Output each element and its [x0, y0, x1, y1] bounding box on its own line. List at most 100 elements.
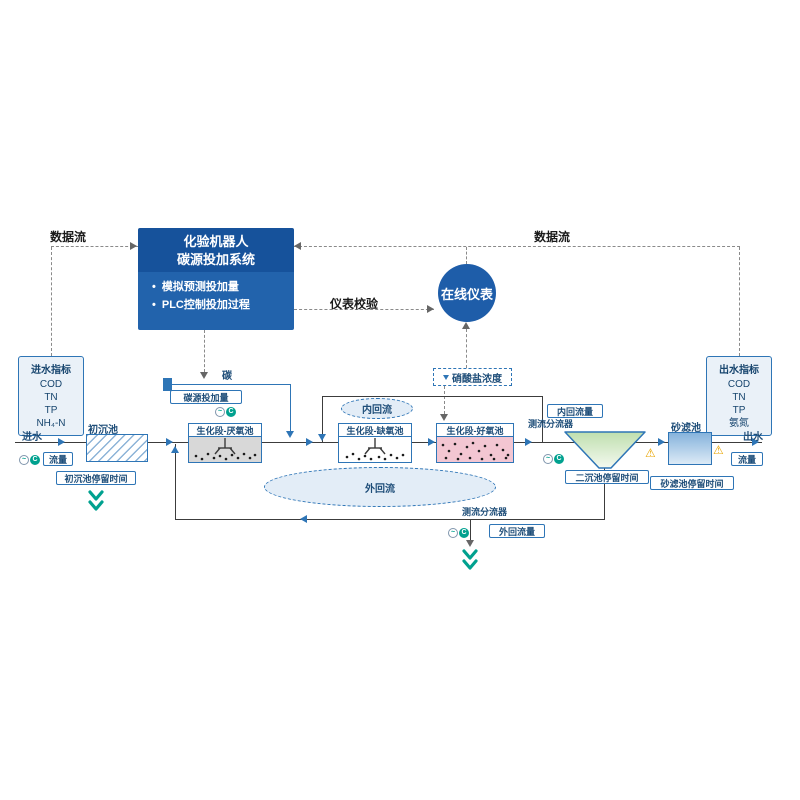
- meter-dataflow-line: [466, 247, 467, 264]
- panel-item: TP: [732, 405, 746, 416]
- robot-bullet-text: PLC控制投加过程: [161, 299, 250, 311]
- robot-bullet-item: • 模拟预测投加量: [138, 278, 294, 296]
- wave-sensor-icon: ~: [448, 528, 458, 538]
- c-sensor-icon: C: [226, 407, 236, 417]
- effluent-flow-box: 流量: [731, 452, 763, 466]
- robot-subtitle: 碳源投加系统: [176, 252, 255, 267]
- robot-dosing-line: [204, 330, 205, 372]
- c-sensor-icon: C: [30, 455, 40, 465]
- flow-arrow-icon: [752, 438, 759, 446]
- aerobic-tank-label: 生化段-好氧池: [436, 423, 514, 437]
- panel-title: 进水指标: [31, 365, 71, 376]
- influent-flow-box: 流量: [43, 452, 73, 466]
- aerobic-tank: [436, 436, 514, 463]
- robot-system-box: 化验机器人 碳源投加系统 • 模拟预测投加量 • PLC控制投加过程: [138, 228, 294, 330]
- flow-arrow-icon: [306, 438, 313, 446]
- splitter-top-label: 测流分流器: [528, 419, 574, 429]
- recycle-arrow-icon: [171, 446, 179, 453]
- robot-bullet-text: 模拟预测投加量: [161, 281, 239, 293]
- internal-recycle-line: [322, 397, 323, 442]
- flow-arrow-icon: [58, 438, 65, 446]
- discharge-chevron-icon: [88, 490, 104, 511]
- dataflow-right-line: [294, 246, 740, 247]
- external-recycle-line: [175, 519, 604, 520]
- carbon-label: 碳: [222, 371, 232, 382]
- panel-item: NH₄-N: [36, 418, 66, 429]
- mixer-icon: [194, 438, 257, 461]
- carbon-dosing-line: [290, 385, 291, 433]
- recycle-arrow-icon: [300, 515, 307, 523]
- effluent-label: 出水: [743, 432, 763, 443]
- panel-item: TN: [732, 392, 746, 403]
- waste-discharge-line: [470, 519, 471, 543]
- anaerobic-tank: [188, 436, 262, 463]
- waste-arrow-icon: [466, 540, 474, 547]
- nitrate-box: 硝酸盐浓度: [433, 368, 512, 386]
- c-sensor-icon: C: [459, 528, 469, 538]
- primary-tank-label: 初沉池: [88, 425, 118, 436]
- external-recycle-line: [175, 444, 176, 520]
- external-flow-box: 外回流量: [489, 524, 545, 538]
- carbon-dosing-line: [172, 384, 291, 385]
- arrow-down-icon: [200, 372, 208, 379]
- discharge-chevron-icon: [462, 549, 478, 570]
- flow-arrow-icon: [166, 438, 173, 446]
- splitter-bottom-label: 测流分流器: [462, 507, 508, 517]
- secondary-clarifier: [564, 431, 646, 470]
- internal-recycle-ellipse: 内回流: [341, 398, 413, 419]
- internal-flow-box: 内回流量: [547, 404, 603, 418]
- panel-title: 出水指标: [719, 365, 759, 376]
- anoxic-tank-label: 生化段-缺氧池: [338, 423, 412, 437]
- influent-indicator-panel: 进水指标 COD TN TP NH₄-N: [18, 356, 84, 436]
- secondary-retention-box: 二沉池停留时间: [565, 470, 649, 484]
- arrow-left-icon: [294, 242, 301, 250]
- carbon-arrow-icon: [286, 431, 294, 438]
- dropdown-arrow-icon: [443, 374, 449, 380]
- warning-icon: ⚠: [713, 443, 724, 457]
- c-sensor-icon: C: [554, 454, 564, 464]
- internal-recycle-line: [322, 396, 543, 397]
- clarifier-shape: [564, 431, 646, 469]
- dataflow-left-line: [51, 246, 138, 247]
- recycle-arrow-icon: [318, 434, 326, 441]
- online-meter-circle: 在线仪表: [438, 264, 496, 322]
- meter-nitrate-line: [466, 329, 467, 368]
- sand-filter-label: 砂滤池: [671, 423, 701, 434]
- anoxic-tank: [338, 436, 412, 463]
- carbon-dosing-box: 碳源投加量: [170, 390, 242, 404]
- mixer-icon: [345, 438, 405, 461]
- warning-icon: ⚠: [645, 446, 656, 460]
- calibration-line: [294, 309, 434, 310]
- panel-item: TN: [44, 392, 58, 403]
- bullet-icon: •: [152, 299, 156, 311]
- wave-sensor-icon: ~: [19, 455, 29, 465]
- nitrate-tank-line: [444, 386, 445, 414]
- primary-sedimentation-tank: [86, 434, 148, 462]
- wave-sensor-icon: ~: [543, 454, 553, 464]
- arrow-up-icon: [462, 322, 470, 329]
- dataflow-left-line: [51, 247, 52, 356]
- flow-arrow-icon: [428, 438, 435, 446]
- flow-arrow-icon: [658, 438, 665, 446]
- calibration-label: 仪表校验: [330, 297, 379, 311]
- external-recycle-ellipse: 外回流: [264, 467, 496, 507]
- external-recycle-line: [604, 468, 605, 520]
- sand-retention-box: 砂滤池停留时间: [650, 476, 734, 490]
- panel-item: 氨氮: [729, 418, 749, 429]
- robot-title: 化验机器人: [183, 234, 249, 249]
- panel-item: TP: [44, 405, 58, 416]
- arrow-right-icon: [130, 242, 137, 250]
- dataflow-label-left: 数据流: [50, 230, 87, 244]
- panel-item: COD: [727, 379, 751, 390]
- sand-filter-tank: [668, 432, 712, 465]
- robot-bullet-item: • PLC控制投加过程: [138, 296, 294, 314]
- dataflow-label-right: 数据流: [534, 230, 571, 244]
- nitrate-label: 硝酸盐浓度: [452, 373, 502, 385]
- primary-retention-box: 初沉池停留时间: [56, 471, 136, 485]
- dataflow-right-line: [739, 247, 740, 356]
- dosing-pump-icon: [163, 378, 172, 391]
- wave-sensor-icon: ~: [215, 407, 225, 417]
- aeration-bubbles-icon: [441, 441, 510, 461]
- arrow-right-icon: [427, 305, 434, 313]
